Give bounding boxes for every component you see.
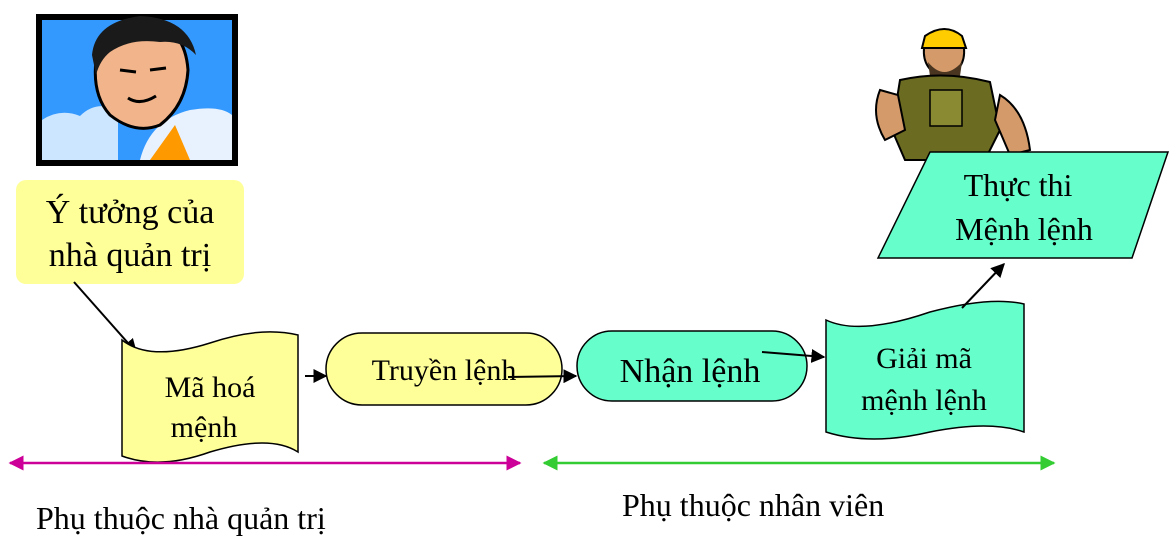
encode-line-1: Mã hoá (165, 371, 256, 404)
arrow-receive-to-decode (761, 349, 826, 363)
arrow-idea-to-encode (73, 281, 137, 354)
idea-line-1: Ý tưởng của (46, 194, 215, 231)
decode-line-2: mệnh lệnh (861, 384, 987, 417)
encode-node: Mã hoá mệnh (121, 331, 299, 463)
arrow-decode-to-execute (961, 262, 1005, 309)
idea-node: Ý tưởng của nhà quản trị (16, 180, 244, 284)
manager-range-label: Phụ thuộc nhà quản trị (36, 500, 326, 536)
execute-line-2: Mệnh lệnh (955, 211, 1093, 247)
idea-line-2: nhà quản trị (49, 237, 211, 274)
encode-line-2: mệnh (171, 411, 238, 444)
receive-label: Nhận lệnh (620, 353, 761, 390)
arrow-transmit-to-receive (507, 369, 578, 384)
execute-line-1: Thực thi (964, 167, 1073, 203)
transmit-label: Truyền lệnh (372, 354, 517, 387)
manager-icon (36, 14, 238, 166)
decode-node: Giải mã mệnh lệnh (825, 300, 1025, 440)
execute-node: Thực thi Mệnh lệnh (876, 151, 1170, 259)
employee-range-label: Phụ thuộc nhân viên (622, 487, 884, 523)
transmit-node: Truyền lệnh (325, 332, 563, 406)
worker-icon (875, 28, 1032, 161)
decode-line-1: Giải mã (876, 342, 972, 375)
receive-node: Nhận lệnh (576, 330, 808, 402)
